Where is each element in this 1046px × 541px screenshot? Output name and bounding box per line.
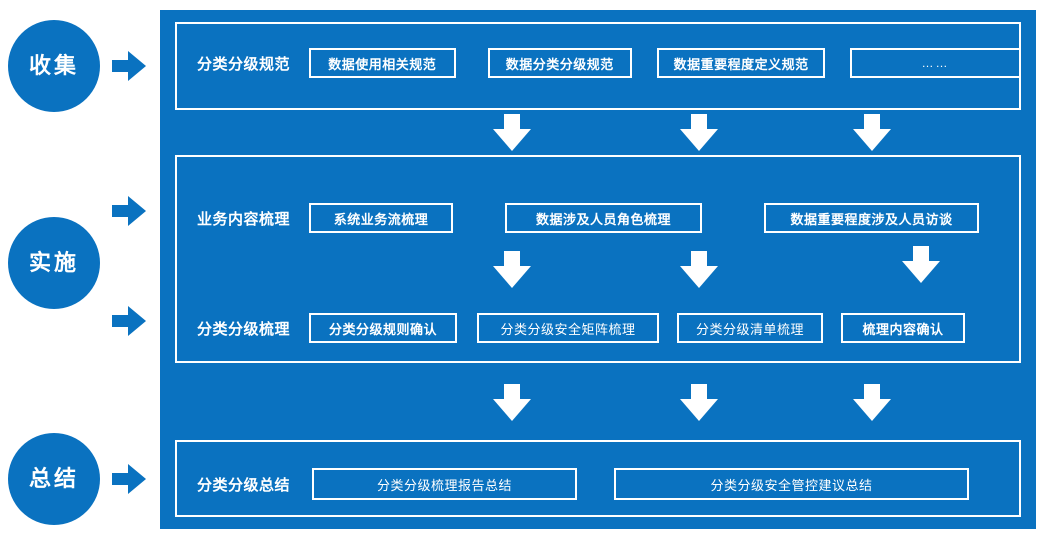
row-summary: 分类分级总结 分类分级梳理报告总结 分类分级安全管控建议总结 bbox=[175, 468, 1021, 500]
arrow-head bbox=[128, 464, 146, 494]
stage-summary-label: 总结 bbox=[28, 466, 79, 491]
arrow-shaft bbox=[504, 251, 520, 268]
row-classify-title: 分类分级梳理 bbox=[197, 320, 291, 338]
stage-implement-circle[interactable]: 实施 bbox=[8, 217, 100, 309]
arrow-head bbox=[128, 196, 146, 226]
row-summary-title: 分类分级总结 bbox=[197, 476, 291, 494]
arrow-down-classify-2-icon bbox=[680, 384, 718, 422]
arrow-head bbox=[128, 51, 146, 81]
chip-review-content-confirm[interactable]: 梳理内容确认 bbox=[841, 313, 965, 343]
stage-implement[interactable]: 实施 bbox=[8, 217, 100, 309]
arrow-head bbox=[493, 266, 531, 288]
stage-implement-label: 实施 bbox=[28, 250, 79, 275]
chip-classification-rules-confirm[interactable]: 分类分级规则确认 bbox=[309, 313, 457, 343]
arrow-down-standards-3-icon bbox=[853, 114, 891, 152]
arrow-shaft bbox=[112, 315, 130, 327]
row-business-title: 业务内容梳理 bbox=[197, 210, 291, 228]
chip-data-classification-standards[interactable]: 数据分类分级规范 bbox=[487, 48, 633, 78]
arrow-head bbox=[902, 261, 940, 283]
arrow-right-implement-lower-icon bbox=[112, 306, 146, 336]
arrow-down-business-3-icon bbox=[902, 246, 940, 284]
arrow-right-implement-upper-icon bbox=[112, 196, 146, 226]
arrow-down-standards-2-icon bbox=[680, 114, 718, 152]
section-implement-outline bbox=[175, 155, 1021, 363]
stage-collect-circle[interactable]: 收集 bbox=[8, 20, 100, 112]
stage-summary[interactable]: 总结 bbox=[8, 433, 100, 525]
arrow-shaft bbox=[504, 114, 520, 131]
arrow-shaft bbox=[864, 114, 880, 131]
process-panel: 分类分级规范 数据使用相关规范 数据分类分级规范 数据重要程度定义规范 …… 业… bbox=[160, 10, 1036, 529]
arrow-head bbox=[128, 306, 146, 336]
arrow-right-summary-icon bbox=[112, 464, 146, 494]
chip-data-importance-interviews[interactable]: 数据重要程度涉及人员访谈 bbox=[764, 203, 979, 233]
chip-security-matrix-review[interactable]: 分类分级安全矩阵梳理 bbox=[477, 313, 659, 343]
row-business: 业务内容梳理 系统业务流梳理 数据涉及人员角色梳理 数据重要程度涉及人员访谈 bbox=[175, 203, 1021, 233]
arrow-shaft bbox=[112, 473, 130, 485]
arrow-head bbox=[493, 399, 531, 421]
chip-system-business-flow[interactable]: 系统业务流梳理 bbox=[309, 203, 453, 233]
arrow-right-collect-icon bbox=[112, 51, 146, 81]
row-standards: 分类分级规范 数据使用相关规范 数据分类分级规范 数据重要程度定义规范 …… bbox=[175, 48, 1021, 78]
chip-data-personnel-roles[interactable]: 数据涉及人员角色梳理 bbox=[505, 203, 702, 233]
arrow-shaft bbox=[864, 384, 880, 401]
arrow-head bbox=[853, 129, 891, 151]
chip-classification-list-review[interactable]: 分类分级清单梳理 bbox=[677, 313, 823, 343]
arrow-shaft bbox=[504, 384, 520, 401]
chip-more-ellipsis[interactable]: …… bbox=[850, 48, 1021, 78]
stage-collect[interactable]: 收集 bbox=[8, 20, 100, 112]
arrow-down-standards-1-icon bbox=[493, 114, 531, 152]
row-classify: 分类分级梳理 分类分级规则确认 分类分级安全矩阵梳理 分类分级清单梳理 梳理内容… bbox=[175, 313, 1021, 343]
arrow-down-business-1-icon bbox=[493, 251, 531, 289]
arrow-shaft bbox=[691, 251, 707, 268]
chip-security-control-advice-summary[interactable]: 分类分级安全管控建议总结 bbox=[614, 468, 969, 500]
arrow-shaft bbox=[691, 384, 707, 401]
arrow-head bbox=[680, 266, 718, 288]
arrow-head bbox=[680, 399, 718, 421]
section-summary-outline bbox=[175, 440, 1021, 517]
arrow-shaft bbox=[691, 114, 707, 131]
arrow-down-business-2-icon bbox=[680, 251, 718, 289]
arrow-down-classify-3-icon bbox=[853, 384, 891, 422]
stage-collect-label: 收集 bbox=[28, 53, 79, 78]
arrow-down-classify-1-icon bbox=[493, 384, 531, 422]
stage-summary-circle[interactable]: 总结 bbox=[8, 433, 100, 525]
chip-data-usage-standards[interactable]: 数据使用相关规范 bbox=[309, 48, 456, 78]
arrow-shaft bbox=[112, 60, 130, 72]
chip-data-importance-definition-standards[interactable]: 数据重要程度定义规范 bbox=[657, 48, 826, 78]
chip-review-report-summary[interactable]: 分类分级梳理报告总结 bbox=[312, 468, 577, 500]
arrow-shaft bbox=[112, 205, 130, 217]
arrow-shaft bbox=[913, 246, 929, 263]
arrow-head bbox=[853, 399, 891, 421]
row-standards-title: 分类分级规范 bbox=[197, 55, 291, 73]
arrow-head bbox=[493, 129, 531, 151]
arrow-head bbox=[680, 129, 718, 151]
